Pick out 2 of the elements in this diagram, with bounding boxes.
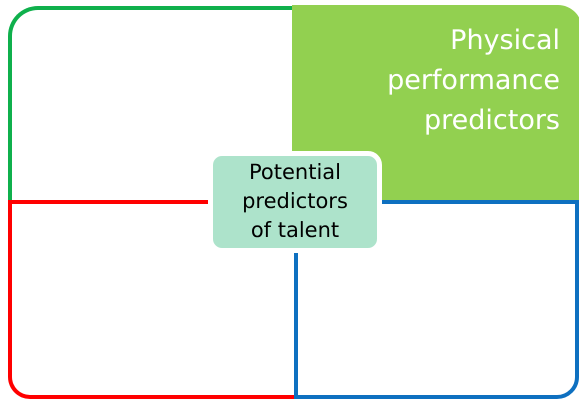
- quadrant-title: Physical performance predictors: [386, 24, 560, 138]
- center-label: Potential predictors of talent: [241, 159, 349, 244]
